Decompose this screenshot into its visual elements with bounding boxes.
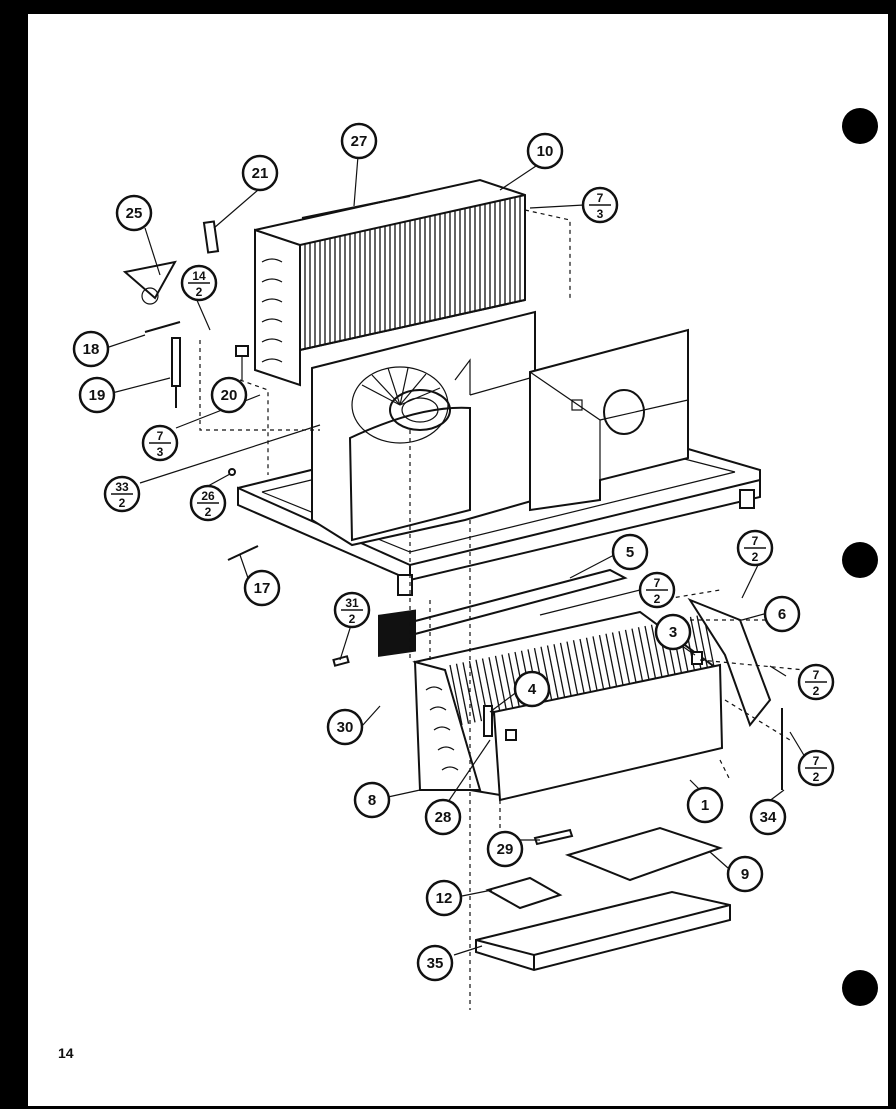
- callout-label: 20: [221, 387, 238, 404]
- callout-9: 9: [726, 855, 764, 893]
- callout-label: 30: [337, 719, 354, 736]
- callout-29: 29: [486, 830, 524, 868]
- fraction-numerator: 7: [752, 534, 759, 548]
- fraction-numerator: 33: [115, 480, 129, 494]
- fraction-callout-7-3: 73: [581, 186, 619, 224]
- callout-5: 5: [611, 533, 649, 571]
- fan-shroud-drawing: [311, 310, 689, 547]
- fraction-denominator: 2: [654, 592, 661, 606]
- callout-label: 34: [760, 809, 777, 826]
- fraction-callout-7-2: 72: [736, 529, 774, 567]
- callout-4: 4: [513, 670, 551, 708]
- fraction-numerator: 31: [345, 596, 359, 610]
- fraction-callout-7-3: 73: [141, 424, 179, 462]
- callout-34: 34: [749, 798, 787, 836]
- callout-25: 25: [115, 194, 153, 232]
- callout-label: 6: [778, 606, 786, 623]
- fraction-numerator: 7: [597, 191, 604, 205]
- callout-19: 19: [78, 376, 116, 414]
- binder-hole-bottom: [842, 970, 878, 1006]
- small-parts-left: [122, 220, 259, 561]
- callout-label: 17: [254, 580, 271, 597]
- callout-21: 21: [241, 154, 279, 192]
- callout-label: 1: [701, 797, 709, 814]
- callout-28: 28: [424, 798, 462, 836]
- fraction-callout-14-2: 142: [180, 264, 218, 302]
- fraction-denominator: 2: [349, 612, 356, 626]
- callout-6: 6: [763, 595, 801, 633]
- callout-27: 27: [340, 122, 378, 160]
- fraction-denominator: 2: [119, 496, 126, 510]
- fraction-denominator: 2: [813, 684, 820, 698]
- fraction-numerator: 7: [813, 668, 820, 682]
- callout-label: 9: [741, 866, 749, 883]
- callout-20: 20: [210, 376, 248, 414]
- fraction-numerator: 26: [201, 489, 215, 503]
- callout-label: 28: [435, 809, 452, 826]
- fraction-callout-7-2: 72: [797, 749, 835, 787]
- fraction-numerator: 7: [654, 576, 661, 590]
- fraction-callout-26-2: 262: [189, 484, 227, 522]
- fraction-numerator: 14: [192, 269, 206, 283]
- callout-18: 18: [72, 330, 110, 368]
- fraction-callout-31-2: 312: [333, 591, 371, 629]
- fraction-denominator: 2: [813, 770, 820, 784]
- callout-label: 8: [368, 792, 376, 809]
- callout-label: 25: [126, 205, 143, 222]
- fraction-callout-33-2: 332: [103, 475, 141, 513]
- binder-hole-top: [842, 108, 878, 144]
- callout-30: 30: [326, 708, 364, 746]
- fraction-denominator: 2: [196, 285, 203, 299]
- fraction-callout-7-2: 72: [797, 663, 835, 701]
- condenser-coil-drawing: [254, 178, 526, 387]
- fraction-numerator: 7: [813, 754, 820, 768]
- fraction-callout-7-2: 72: [638, 571, 676, 609]
- callout-label: 35: [427, 955, 444, 972]
- callout-10: 10: [526, 132, 564, 170]
- callout-label: 19: [89, 387, 106, 404]
- fraction-denominator: 2: [752, 550, 759, 564]
- callout-17: 17: [243, 569, 281, 607]
- callout-label: 21: [252, 165, 269, 182]
- callout-3: 3: [654, 613, 692, 651]
- callout-label: 29: [497, 841, 514, 858]
- callout-12: 12: [425, 879, 463, 917]
- callout-label: 27: [351, 133, 368, 150]
- fraction-numerator: 7: [157, 429, 164, 443]
- binder-hole-middle: [842, 542, 878, 578]
- callout-35: 35: [416, 944, 454, 982]
- fraction-denominator: 2: [205, 505, 212, 519]
- callout-label: 12: [436, 890, 453, 907]
- callout-label: 3: [669, 624, 677, 641]
- page-number: 14: [58, 1045, 74, 1061]
- callout-label: 5: [626, 544, 634, 561]
- callout-label: 4: [528, 681, 537, 698]
- fraction-denominator: 3: [157, 445, 164, 459]
- fraction-denominator: 3: [597, 207, 604, 221]
- callout-8: 8: [353, 781, 391, 819]
- callout-1: 1: [686, 786, 724, 824]
- callout-label: 18: [83, 341, 100, 358]
- evaporator-coil-drawing: [332, 568, 783, 972]
- callout-label: 10: [537, 143, 554, 160]
